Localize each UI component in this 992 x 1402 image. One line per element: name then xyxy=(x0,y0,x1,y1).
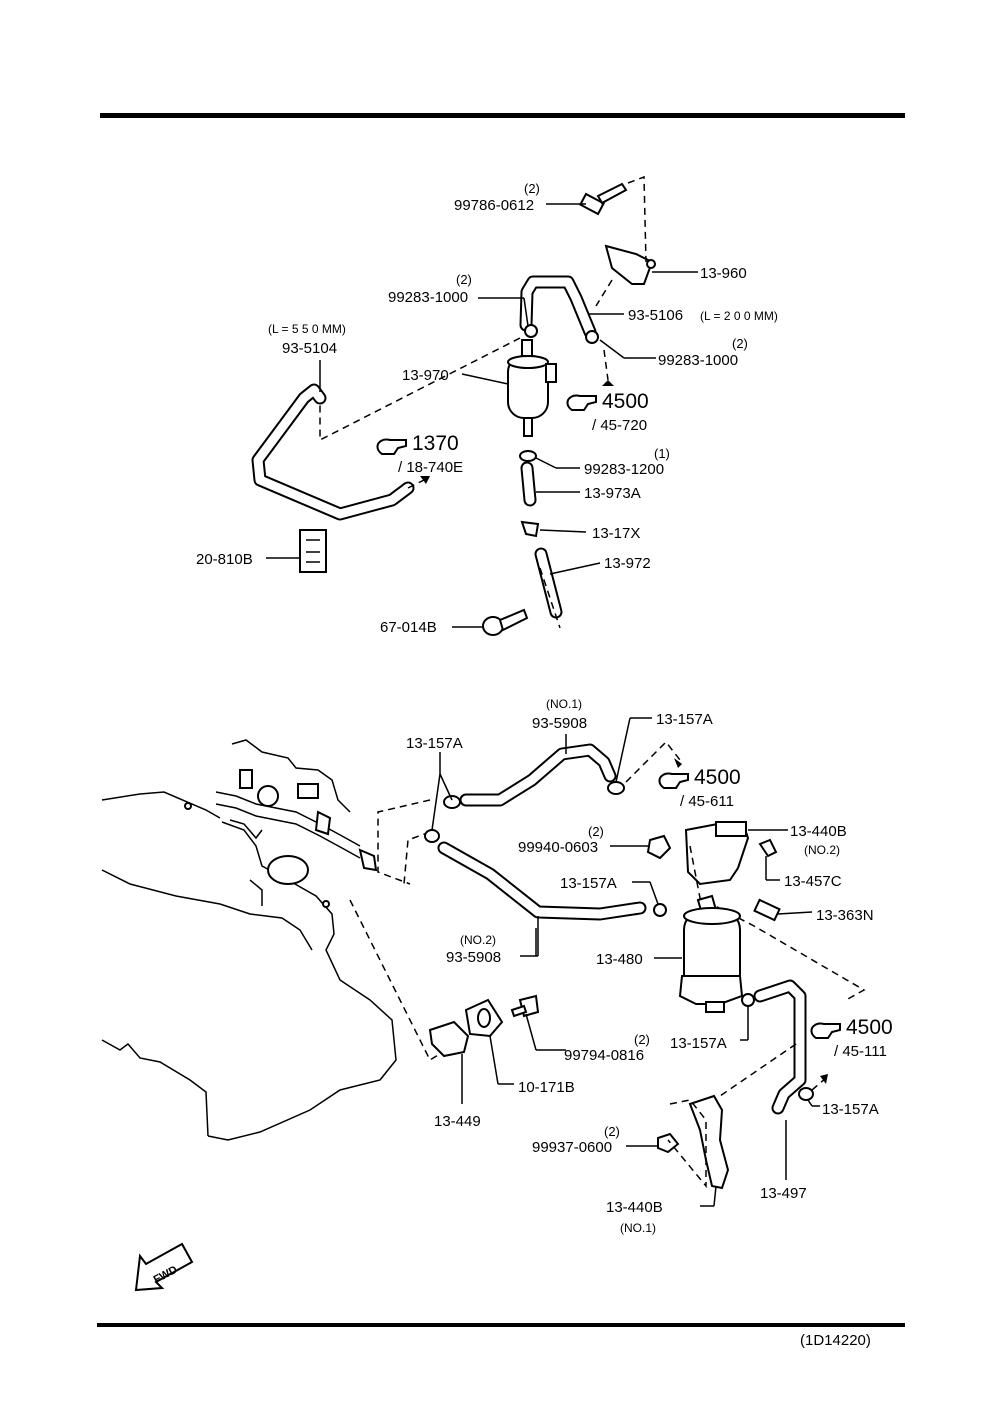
part-number-label: 99283-1000 xyxy=(388,289,468,306)
part-number-label: 99283-1200 xyxy=(584,461,664,478)
part-number-label: 93-5104 xyxy=(282,340,337,357)
gasket-10-171b xyxy=(464,998,504,1038)
part-number-label: 13-960 xyxy=(700,265,747,282)
part-number-label: 13-440B xyxy=(790,823,847,840)
reference-label: 1370 xyxy=(412,432,459,455)
bracket-13-960 xyxy=(604,244,654,285)
canister-13-970 xyxy=(507,339,557,437)
bolt-99786-0612 xyxy=(579,182,628,216)
part-number-label: 13-157A xyxy=(560,875,617,892)
clamp-99283-1200 xyxy=(519,450,537,462)
part-number-label: 13-457C xyxy=(784,873,842,890)
part-number-label: 13-973A xyxy=(584,485,641,502)
qty-label: (2) xyxy=(524,181,540,196)
part-number-label: 99794-0816 xyxy=(564,1047,644,1064)
part-number-label: 13-449 xyxy=(434,1113,481,1130)
length-note: (L = 2 0 0 MM) xyxy=(700,309,778,323)
canister-13-480 xyxy=(678,894,744,1013)
top-rule xyxy=(100,113,905,118)
part-number-label: 13-157A xyxy=(670,1035,727,1052)
qty-label: (2) xyxy=(732,336,748,351)
hose-93-5908-no1 xyxy=(459,743,617,807)
bottom-rule xyxy=(97,1323,905,1327)
part-number-label: 13-972 xyxy=(604,555,651,572)
part-number-label: 20-810B xyxy=(196,551,253,568)
clamp-13-157a xyxy=(443,795,461,809)
bracket-13-440b-no2 xyxy=(684,820,750,886)
hose-93-5908-no2 xyxy=(437,841,647,921)
valve-13-457c xyxy=(758,838,778,858)
plate-13-449 xyxy=(428,1020,470,1058)
reference-label: 4500 xyxy=(602,390,649,413)
clamp-13-157a xyxy=(741,993,755,1007)
hose-93-5104 xyxy=(251,383,415,521)
reference-label: 4500 xyxy=(846,1016,893,1039)
fwd-arrow-icon xyxy=(134,1242,194,1292)
part-number-label: 13-497 xyxy=(760,1185,807,1202)
hand-pointer-icon xyxy=(376,438,407,455)
part-number-label: 93-5908 xyxy=(532,715,587,732)
fastener-67-014b xyxy=(482,608,529,636)
sub-label: (NO.1) xyxy=(620,1221,656,1235)
part-number-label: 99940-0603 xyxy=(518,839,598,856)
hose-93-5106 xyxy=(519,275,597,339)
qty-label: (1) xyxy=(654,446,670,461)
clamp-13-157a xyxy=(607,781,625,795)
bracket-13-440b-no1 xyxy=(688,1094,730,1190)
part-number-label: 13-970 xyxy=(402,367,449,384)
pipe-13-972 xyxy=(534,547,563,619)
qty-label: (2) xyxy=(634,1032,650,1047)
reference-label: 4500 xyxy=(694,766,741,789)
qty-label: (2) xyxy=(456,272,472,287)
part-number-label: 13-17X xyxy=(592,525,640,542)
clip-20-810b xyxy=(299,529,327,573)
sub-label: (NO.1) xyxy=(546,697,582,711)
reference-label: / 45-611 xyxy=(680,793,734,810)
fitting-13-17x xyxy=(520,520,540,538)
hand-pointer-icon xyxy=(566,394,597,411)
qty-label: (2) xyxy=(604,1124,620,1139)
part-number-label: 93-5908 xyxy=(446,949,501,966)
reference-label: / 45-111 xyxy=(834,1043,887,1060)
hand-pointer-icon xyxy=(658,772,689,789)
clamp-99283-1000-b xyxy=(585,330,599,344)
part-number-label: 13-480 xyxy=(596,951,643,968)
length-note: (L = 5 5 0 MM) xyxy=(268,322,346,336)
part-number-label: 99786-0612 xyxy=(454,197,534,214)
sub-label: (NO.2) xyxy=(804,843,840,857)
qty-label: (2) xyxy=(588,824,604,839)
part-number-label: 67-014B xyxy=(380,619,437,636)
part-number-label: 93-5106 xyxy=(628,307,683,324)
bolt-99794-0816 xyxy=(510,994,540,1018)
reference-label: / 18-740E xyxy=(398,459,463,476)
valve-13-363n xyxy=(753,898,781,922)
part-number-label: 99283-1000 xyxy=(658,352,738,369)
part-number-label: 99937-0600 xyxy=(532,1139,612,1156)
part-number-label: 13-157A xyxy=(406,735,463,752)
nut-99940-0603 xyxy=(646,834,672,860)
clamp-13-157a xyxy=(653,903,667,917)
clamp-13-157a xyxy=(798,1087,814,1101)
part-number-label: 13-157A xyxy=(656,711,713,728)
hose-13-973a xyxy=(520,461,537,507)
engine-outline xyxy=(101,739,397,1141)
part-number-label: 13-440B xyxy=(606,1199,663,1216)
hand-pointer-icon xyxy=(810,1022,841,1039)
clamp-99283-1000-a xyxy=(524,324,538,338)
part-number-label: 13-157A xyxy=(822,1101,879,1118)
part-number-label: 10-171B xyxy=(518,1079,575,1096)
sub-label: (NO.2) xyxy=(460,933,496,947)
reference-label: / 45-720 xyxy=(592,417,647,434)
hose-13-497 xyxy=(753,979,807,1115)
clamp-13-157a xyxy=(424,829,440,843)
diagram-code: (1D14220) xyxy=(800,1332,871,1349)
part-number-label: 13-363N xyxy=(816,907,874,924)
